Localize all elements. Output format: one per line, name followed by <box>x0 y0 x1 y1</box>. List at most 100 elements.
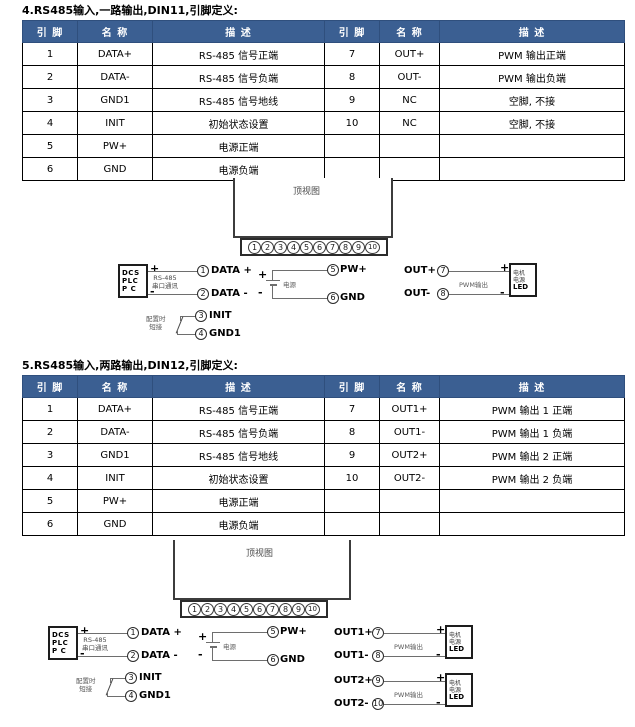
cell-name: GND1 <box>77 443 153 467</box>
table-row: 1 DATA+ RS-485 信号正端 7 OUT+ PWM 输出正端 <box>22 42 625 66</box>
terminal-9: 9 <box>352 240 365 254</box>
pin-label-pwplus: PW+ <box>280 626 307 637</box>
rs485-note: RS-485 串口通讯 <box>82 636 108 652</box>
col-header-desc-right: 描 述 <box>439 20 625 43</box>
pin-ball-6: 6 <box>327 292 339 304</box>
top-view-label: 顶视图 <box>293 187 321 197</box>
cell-pin: 5 <box>22 134 78 158</box>
cell-empty <box>324 489 380 513</box>
load2-line-3: LED <box>449 692 465 701</box>
cell-desc2: PWM 输出正端 <box>439 42 625 66</box>
terminal-2: 2 <box>201 602 214 616</box>
rs485-note-line-1: RS-485 <box>83 636 107 644</box>
cell-desc2: 空脚, 不接 <box>439 111 625 135</box>
cell-pin: 5 <box>22 489 78 513</box>
load-minus-sign: - <box>500 286 505 299</box>
load-device-box: 电机 电源 LED <box>509 263 537 297</box>
rs485-note: RS-485 串口通讯 <box>152 274 178 290</box>
wiring-diagram-din11: 顶视图 1 2 3 4 5 6 7 8 9 10 DCS PLC P C + - <box>0 176 635 351</box>
cell-desc: 初始状态设置 <box>152 111 325 135</box>
wire-data-plus <box>148 271 198 272</box>
load1-plus-sign: + <box>436 623 446 636</box>
pin-label-out-minus: OUT- <box>404 288 431 299</box>
terminal-strip: 1 2 3 4 5 6 7 8 9 10 <box>180 600 328 618</box>
pin-ball-6: 6 <box>267 654 279 666</box>
pin-label-data-plus: DATA + <box>211 265 252 276</box>
load1-line-2: 电源 <box>449 638 462 646</box>
pin-label-out1-plus: OUT1+ <box>334 627 373 638</box>
wire-batt-up <box>212 632 213 643</box>
pin-ball-5: 5 <box>267 626 279 638</box>
wire-init-top <box>110 678 126 679</box>
col-header-desc-left: 描 述 <box>152 20 325 43</box>
section-heading-4: 4.RS485输入,一路输出,DIN11,引脚定义: <box>22 2 238 18</box>
col-header-desc-left: 描 述 <box>152 375 325 398</box>
table-header-row: 引 脚 名 称 描 述 引 脚 名 称 描 述 <box>22 20 625 43</box>
terminal-strip: 1 2 3 4 5 6 7 8 9 10 <box>240 238 388 256</box>
device-outline <box>173 540 351 600</box>
terminal-8: 8 <box>339 240 352 254</box>
wire-init-bottom-stub <box>107 691 108 696</box>
pin-table-din11-wrapper: 引 脚 名 称 描 述 引 脚 名 称 描 述 1 DATA+ RS-485 信… <box>22 20 625 181</box>
wire-data-minus <box>148 294 198 295</box>
cell-desc: 电源负端 <box>152 512 325 536</box>
pin-label-out2-plus: OUT2+ <box>334 675 373 686</box>
terminal-6: 6 <box>253 602 266 616</box>
cell-name: DATA- <box>77 420 153 444</box>
pin-label-init: INIT <box>139 672 162 683</box>
wiring-diagram-din12: 顶视图 1 2 3 4 5 6 7 8 9 10 DCS PLC P C + - <box>0 530 635 727</box>
cell-desc2: PWM 输出负端 <box>439 65 625 89</box>
host-device-box: DCS PLC P C <box>48 626 78 660</box>
wire-out-minus <box>449 294 509 295</box>
init-note: 配置时 短接 <box>76 677 96 693</box>
cell-name: DATA- <box>77 65 153 89</box>
power-minus-sign: - <box>258 286 263 299</box>
wire-gnd <box>272 298 328 299</box>
cell-name2: OUT2- <box>379 466 440 490</box>
battery-plus-plate-icon <box>266 280 280 281</box>
pin-ball-2: 2 <box>197 288 209 300</box>
pin-ball-10: 10 <box>372 698 384 710</box>
pin-ball-3: 3 <box>125 672 137 684</box>
pin-label-out1-minus: OUT1- <box>334 650 369 661</box>
cell-empty <box>324 134 380 158</box>
load-device-box-2: 电机 电源 LED <box>445 673 473 707</box>
terminal-3: 3 <box>214 602 227 616</box>
pwm-output-note: PWM输出 <box>459 281 488 289</box>
cell-pin2: 9 <box>324 443 380 467</box>
pin-label-data-minus: DATA - <box>141 650 178 661</box>
wire-out-plus <box>449 271 509 272</box>
pin-label-data-plus: DATA + <box>141 627 182 638</box>
cell-desc: RS-485 信号正端 <box>152 397 325 421</box>
pin-ball-3: 3 <box>195 310 207 322</box>
load-line-3: LED <box>513 282 529 291</box>
pin-ball-1: 1 <box>127 627 139 639</box>
host-line-2: PLC <box>122 277 139 285</box>
cell-empty <box>439 489 625 513</box>
cell-desc: RS-485 信号负端 <box>152 420 325 444</box>
wire-out1-minus <box>384 656 445 657</box>
cell-desc: RS-485 信号地线 <box>152 88 325 112</box>
table-row: 1 DATA+ RS-485 信号正端 7 OUT1+ PWM 输出 1 正端 <box>22 397 625 421</box>
col-header-pin-left: 引 脚 <box>22 375 78 398</box>
power-label: 电源 <box>283 281 296 289</box>
battery-minus-plate-icon <box>210 646 217 648</box>
top-view-label: 顶视图 <box>246 549 274 559</box>
table-row: 2 DATA- RS-485 信号负端 8 OUT- PWM 输出负端 <box>22 65 625 89</box>
terminal-8: 8 <box>279 602 292 616</box>
wire-gnd <box>212 660 268 661</box>
heading-text: 4.RS485输入,一路输出,DIN11,引脚定义: <box>22 4 238 17</box>
load1-line-3: LED <box>449 644 465 653</box>
wire-data-minus <box>78 656 128 657</box>
pin-label-pwplus: PW+ <box>340 264 367 275</box>
init-note-line-1: 配置时 <box>146 315 166 323</box>
cell-pin2: 10 <box>324 466 380 490</box>
terminal-4: 4 <box>227 602 240 616</box>
cell-pin: 6 <box>22 157 78 181</box>
host-line-2: PLC <box>52 639 69 647</box>
cell-empty <box>439 512 625 536</box>
cell-pin2: 7 <box>324 42 380 66</box>
cell-name: INIT <box>77 111 153 135</box>
cell-desc: 初始状态设置 <box>152 466 325 490</box>
host-plus-sign: + <box>80 624 90 637</box>
